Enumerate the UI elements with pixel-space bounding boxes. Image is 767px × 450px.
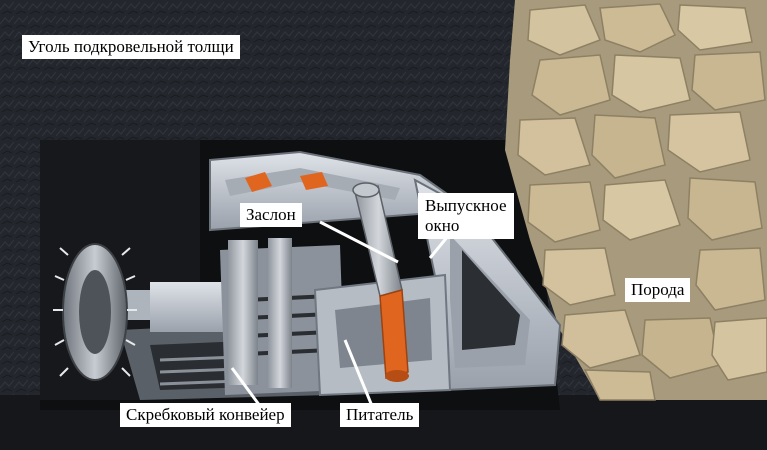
shutter-cylinder <box>352 182 409 382</box>
label-shutter: Заслон <box>240 203 302 227</box>
label-rock: Порода <box>625 278 691 302</box>
rock-goaf <box>505 0 767 401</box>
label-discharge-window: Выпускное окно <box>418 193 514 239</box>
powered-support <box>209 150 562 397</box>
leader-lines <box>230 220 450 407</box>
label-feeder: Питатель <box>340 403 420 427</box>
label-coal-layer: Уголь подкровельной толщи <box>22 35 240 59</box>
label-scraper-conveyor: Скребковый конвейер <box>120 403 291 427</box>
